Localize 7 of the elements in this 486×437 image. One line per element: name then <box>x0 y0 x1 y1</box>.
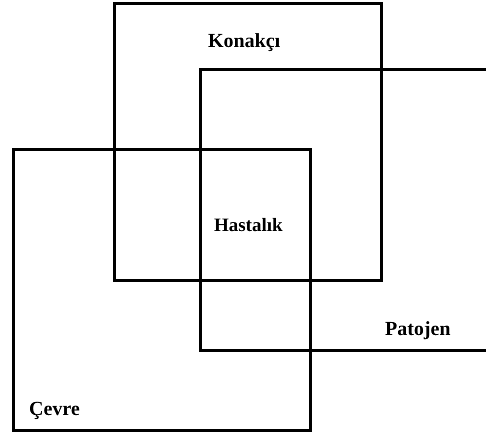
region-label: Konakçı <box>208 31 280 51</box>
overlap-label: Hastalık <box>214 216 283 235</box>
square-region <box>12 148 312 432</box>
square-region <box>113 2 383 282</box>
region-label: Çevre <box>29 399 80 419</box>
region-label: Patojen <box>385 319 451 339</box>
square-region <box>199 68 486 352</box>
